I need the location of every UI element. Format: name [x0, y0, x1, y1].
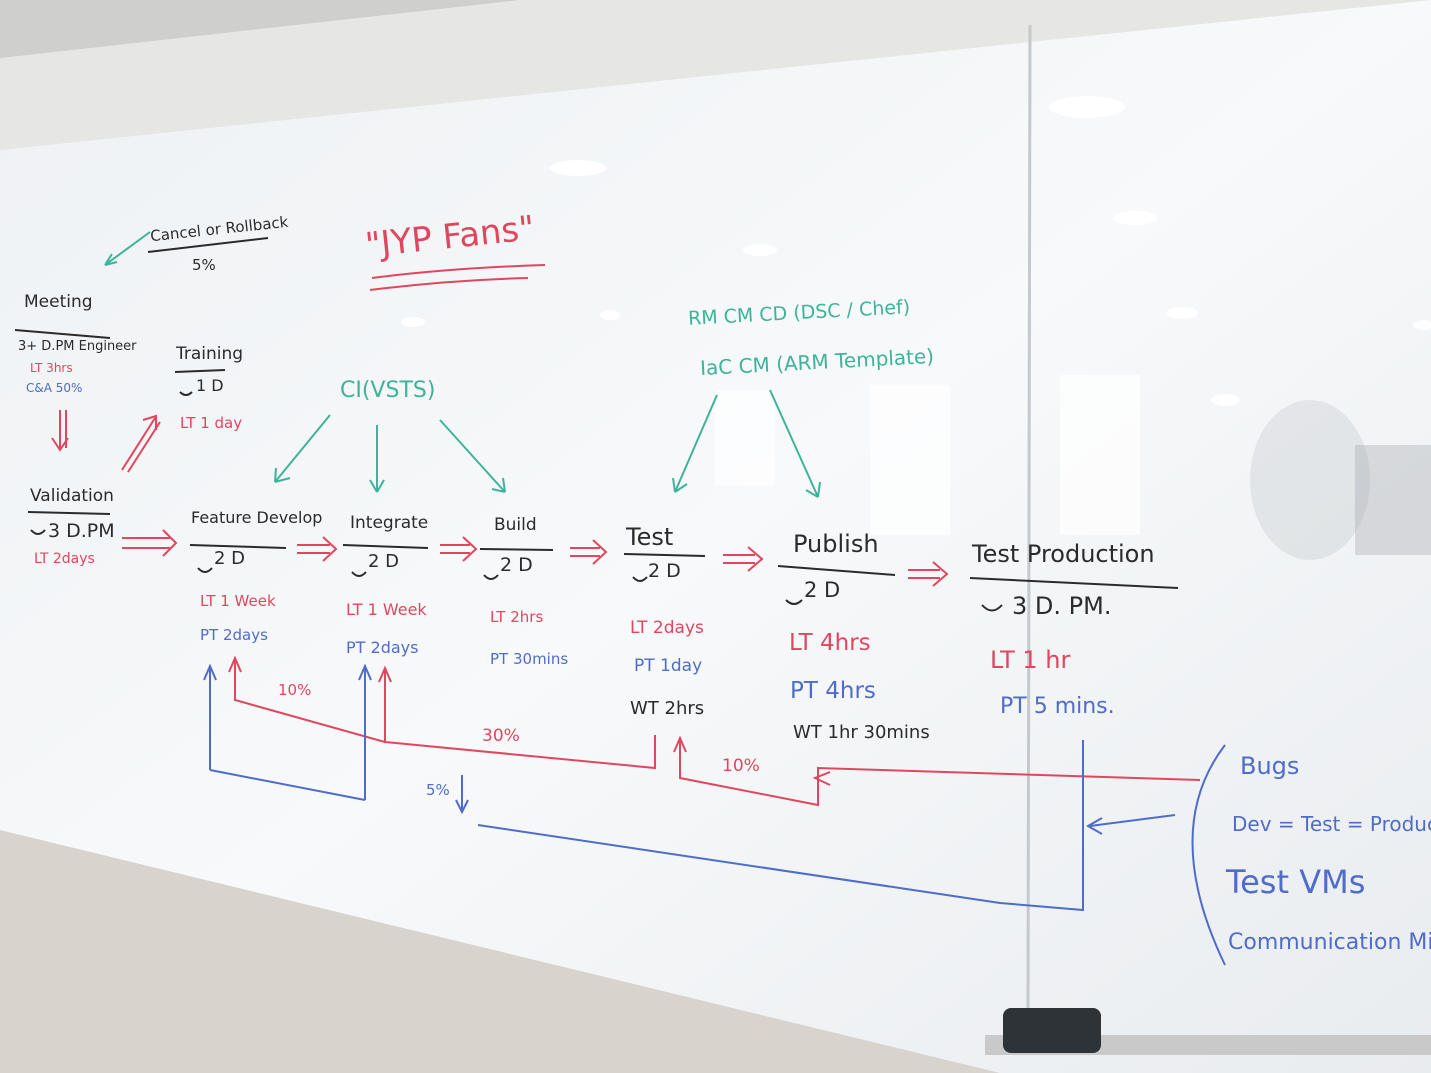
reflection-building	[1355, 445, 1431, 555]
production-pt: PT 5 mins.	[1000, 694, 1115, 719]
ci-label: CI(VSTS)	[340, 378, 436, 403]
person-reflection	[1250, 400, 1370, 560]
meeting-people: 3+ D.PM Engineer	[18, 339, 137, 354]
bugs-line3: Communication Mis	[1228, 930, 1431, 955]
publish-people: 2 D	[804, 578, 841, 602]
build-people: 2 D	[500, 554, 533, 576]
validation-title: Validation	[30, 486, 114, 506]
production-title: Test Production	[972, 540, 1155, 568]
validation-lt: LT 2days	[34, 551, 95, 567]
cancel-pct: 5%	[192, 256, 216, 274]
publish-wt: WT 1hr 30mins	[793, 722, 930, 743]
meeting-title: Meeting	[24, 292, 93, 312]
light-reflections	[401, 96, 1431, 406]
bugs-line2: Test VMs	[1226, 863, 1366, 901]
red-feedback-loops	[228, 655, 1201, 807]
reflection-window	[1060, 375, 1140, 535]
blue-feedback-loops	[203, 663, 1226, 966]
training-people: 1 D	[196, 376, 224, 395]
reflection-window	[715, 390, 775, 485]
publish-title: Publish	[793, 530, 879, 558]
production-people: 3 D. PM.	[1012, 592, 1112, 620]
ceiling-panel	[0, 0, 520, 58]
people-marks	[30, 391, 1003, 612]
publish-lt: LT 4hrs	[789, 630, 871, 656]
meeting-cra: C&A 50%	[26, 381, 83, 395]
bugs-title: Bugs	[1240, 752, 1300, 780]
test-title: Test	[626, 523, 674, 551]
board-seam	[1026, 24, 1032, 1011]
validation-people: 3 D.PM	[48, 520, 115, 542]
feature-pt: PT 2days	[200, 626, 268, 644]
training-title: Training	[176, 344, 244, 364]
build-lt: LT 2hrs	[490, 608, 544, 626]
title-underline	[369, 264, 546, 291]
meeting-lt: LT 3hrs	[30, 361, 73, 375]
test-lt: LT 2days	[630, 618, 704, 638]
reflection-window	[870, 385, 950, 535]
feature-lt: LT 1 Week	[200, 592, 276, 610]
feature-people: 2 D	[214, 548, 246, 569]
feature-title: Feature Develop	[191, 508, 323, 527]
process-arrows	[51, 410, 949, 587]
training-lt: LT 1 day	[180, 414, 243, 432]
stage-underlines	[14, 237, 1179, 589]
integrate-lt: LT 1 Week	[346, 600, 427, 619]
test-wt: WT 2hrs	[630, 698, 705, 719]
test-pt: PT 1day	[634, 656, 703, 676]
integrate-title: Integrate	[350, 513, 429, 533]
bugs-line1: Dev = Test = Produc	[1232, 812, 1431, 836]
build-pt: PT 30mins	[490, 650, 569, 668]
integrate-people: 2 D	[368, 551, 400, 572]
eraser	[1003, 1008, 1101, 1053]
feedback-pct-5: 5%	[426, 781, 450, 799]
build-title: Build	[494, 515, 537, 535]
feedback-pct-30: 30%	[482, 726, 520, 746]
publish-pt: PT 4hrs	[790, 678, 876, 704]
integrate-pt: PT 2days	[346, 638, 419, 657]
production-lt: LT 1 hr	[990, 646, 1071, 674]
feedback-pct-10a: 10%	[278, 681, 312, 699]
feedback-pct-10b: 10%	[722, 756, 760, 776]
ci-arrows	[104, 231, 821, 498]
test-people: 2 D	[648, 560, 681, 582]
